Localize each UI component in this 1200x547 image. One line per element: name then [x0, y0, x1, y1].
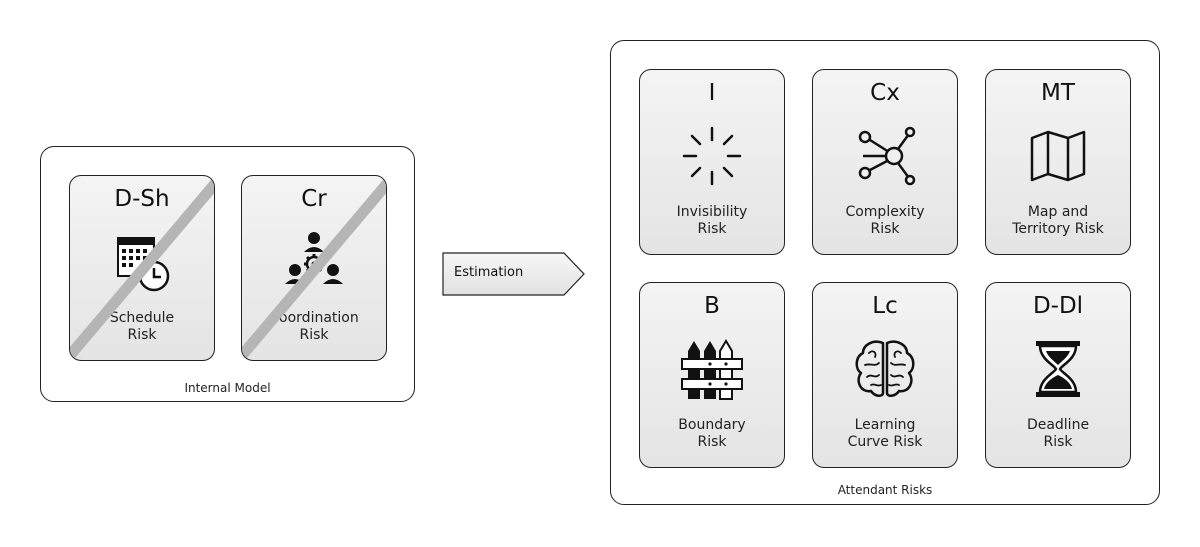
burst-icon — [682, 126, 742, 186]
card-label: Learning Curve Risk — [847, 417, 923, 450]
people-gear-icon — [285, 232, 343, 284]
coordination-risk-card: Cr Coordination Risk — [241, 175, 387, 361]
card-code: D-Dl — [1032, 293, 1084, 319]
map-territory-risk-card: MT Map and Territory Risk — [985, 69, 1131, 255]
card-code: B — [704, 293, 720, 319]
card-code: D-Sh — [114, 186, 170, 212]
invisibility-risk-card: I Invisibility Risk — [639, 69, 785, 255]
estimation-arrow: Estimation — [442, 252, 586, 296]
estimation-label: Estimation — [454, 265, 524, 280]
card-code: Cr — [301, 186, 327, 212]
card-code: Lc — [872, 293, 898, 319]
internal-model-caption: Internal Model — [184, 381, 271, 395]
card-label: Invisibility Risk — [676, 204, 748, 237]
card-label: Complexity Risk — [845, 204, 925, 237]
brain-icon — [855, 340, 915, 397]
card-label: Coordination Risk — [269, 310, 359, 343]
network-nodes-icon — [858, 126, 916, 186]
attendant-risks-caption: Attendant Risks — [837, 483, 933, 497]
learning-curve-risk-card: Lc Learning Curve Risk — [812, 282, 958, 468]
hourglass-icon — [1036, 341, 1080, 397]
deadline-risk-card: D-Dl Deadline Risk — [985, 282, 1131, 468]
card-code: I — [708, 80, 716, 106]
card-label: Deadline Risk — [1026, 417, 1090, 450]
calendar-clock-icon — [117, 237, 170, 292]
card-code: Cx — [870, 80, 900, 106]
card-label: Map and Territory Risk — [1012, 204, 1104, 237]
fence-icon — [681, 339, 743, 400]
complexity-risk-card: Cx Complexity Risk — [812, 69, 958, 255]
boundary-risk-card: B Boundary Risk — [639, 282, 785, 468]
card-label: Schedule Risk — [109, 310, 175, 343]
schedule-risk-card: D-Sh Schedule Risk — [69, 175, 215, 361]
card-label: Boundary Risk — [678, 417, 746, 450]
map-icon — [1030, 130, 1086, 182]
card-code: MT — [1041, 80, 1075, 106]
